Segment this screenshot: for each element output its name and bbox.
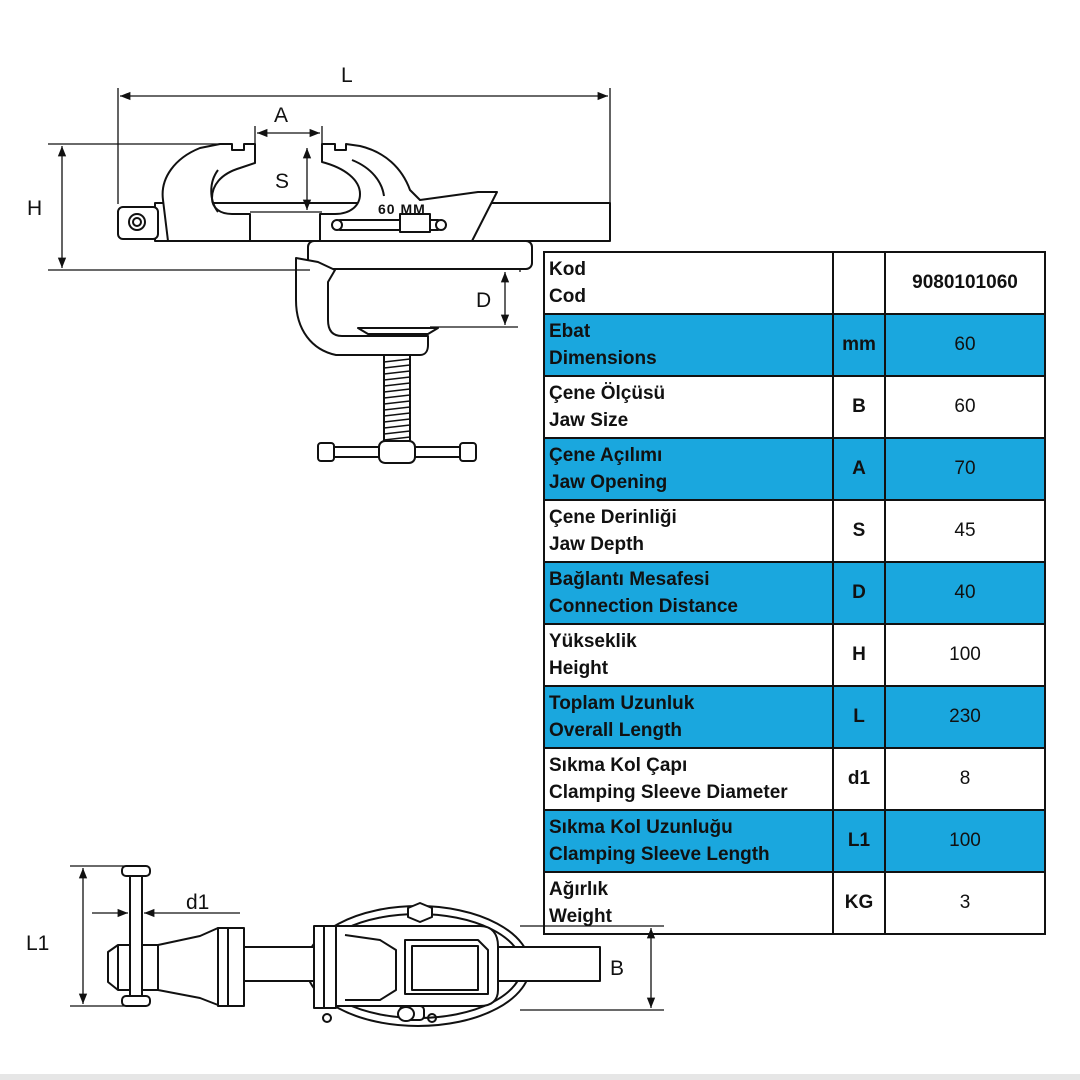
spec-label-tr: Ebat bbox=[549, 321, 591, 342]
spec-value: 100 bbox=[884, 623, 1046, 687]
spec-label-en: Dimensions bbox=[549, 348, 657, 369]
spec-symbol: L1 bbox=[832, 809, 886, 873]
spec-symbol: mm bbox=[832, 313, 886, 377]
bar-end-eye bbox=[117, 206, 159, 240]
spec-value: 8 bbox=[884, 747, 1046, 811]
spec-symbol: KG bbox=[832, 871, 886, 935]
spec-value: 230 bbox=[884, 685, 1046, 749]
dim-label-L1: L1 bbox=[26, 932, 49, 955]
spec-label-tr: Sıkma Kol Uzunluğu bbox=[549, 817, 733, 838]
dim-label-A: A bbox=[274, 104, 288, 127]
spec-label-tr: Yükseklik bbox=[549, 631, 637, 652]
spec-value: 60 bbox=[884, 313, 1046, 377]
spec-symbol: S bbox=[832, 499, 886, 563]
spec-symbol: H bbox=[832, 623, 886, 687]
c-clamp bbox=[295, 257, 429, 356]
dim-label-d1: d1 bbox=[186, 891, 209, 914]
dim-label-S: S bbox=[275, 170, 289, 193]
top-rear-jaw bbox=[157, 927, 219, 1006]
spec-value: 60 bbox=[884, 375, 1046, 439]
front-jaw bbox=[319, 143, 498, 242]
spec-symbol: A bbox=[832, 437, 886, 501]
top-t-handle bbox=[129, 871, 143, 999]
spec-label-tr: Sıkma Kol Çapı bbox=[549, 755, 688, 776]
spec-value: 3 bbox=[884, 871, 1046, 935]
spec-symbol: B bbox=[832, 375, 886, 439]
dim-label-D: D bbox=[476, 289, 491, 312]
spec-value: 45 bbox=[884, 499, 1046, 563]
top-view bbox=[107, 865, 601, 1027]
spec-label-en: Weight bbox=[549, 906, 612, 927]
spec-label-tr: Kod bbox=[549, 259, 586, 280]
spec-value: 100 bbox=[884, 809, 1046, 873]
spec-value: 9080101060 bbox=[884, 251, 1046, 315]
spec-symbol: D bbox=[832, 561, 886, 625]
spec-symbol: L bbox=[832, 685, 886, 749]
spec-label-tr: Çene Derinliği bbox=[549, 507, 677, 528]
spec-label-tr: Ağırlık bbox=[549, 879, 609, 900]
dim-label-H: H bbox=[27, 197, 42, 220]
spec-label-en: Height bbox=[549, 658, 609, 679]
spec-label-en: Jaw Depth bbox=[549, 534, 645, 555]
side-dimensions bbox=[48, 88, 611, 328]
swivel-base bbox=[307, 240, 533, 270]
spec-label-en: Jaw Opening bbox=[549, 472, 668, 493]
spec-label-en: Clamping Sleeve Length bbox=[549, 844, 770, 865]
spec-label-en: Jaw Size bbox=[549, 410, 629, 431]
bottom-strip bbox=[0, 1074, 1080, 1080]
spec-label-tr: Bağlantı Mesafesi bbox=[549, 569, 710, 590]
jaw-marking: 60 MM bbox=[378, 201, 426, 217]
spec-label-en: Clamping Sleeve Diameter bbox=[549, 782, 788, 803]
side-view bbox=[117, 143, 611, 464]
spec-value: 70 bbox=[884, 437, 1046, 501]
spec-symbol: d1 bbox=[832, 747, 886, 811]
spec-label-tr: Çene Açılımı bbox=[549, 445, 663, 466]
spec-label-tr: Çene Ölçüsü bbox=[549, 383, 666, 404]
dim-label-B: B bbox=[610, 957, 624, 980]
spec-symbol bbox=[832, 251, 886, 315]
spec-label-tr: Toplam Uzunluk bbox=[549, 693, 695, 714]
rear-jaw bbox=[161, 143, 256, 242]
dim-label-L: L bbox=[341, 64, 353, 87]
spec-label-en: Overall Length bbox=[549, 720, 683, 741]
spec-label-en: Cod bbox=[549, 286, 586, 307]
spec-value: 40 bbox=[884, 561, 1046, 625]
spec-label-en: Connection Distance bbox=[549, 596, 738, 617]
